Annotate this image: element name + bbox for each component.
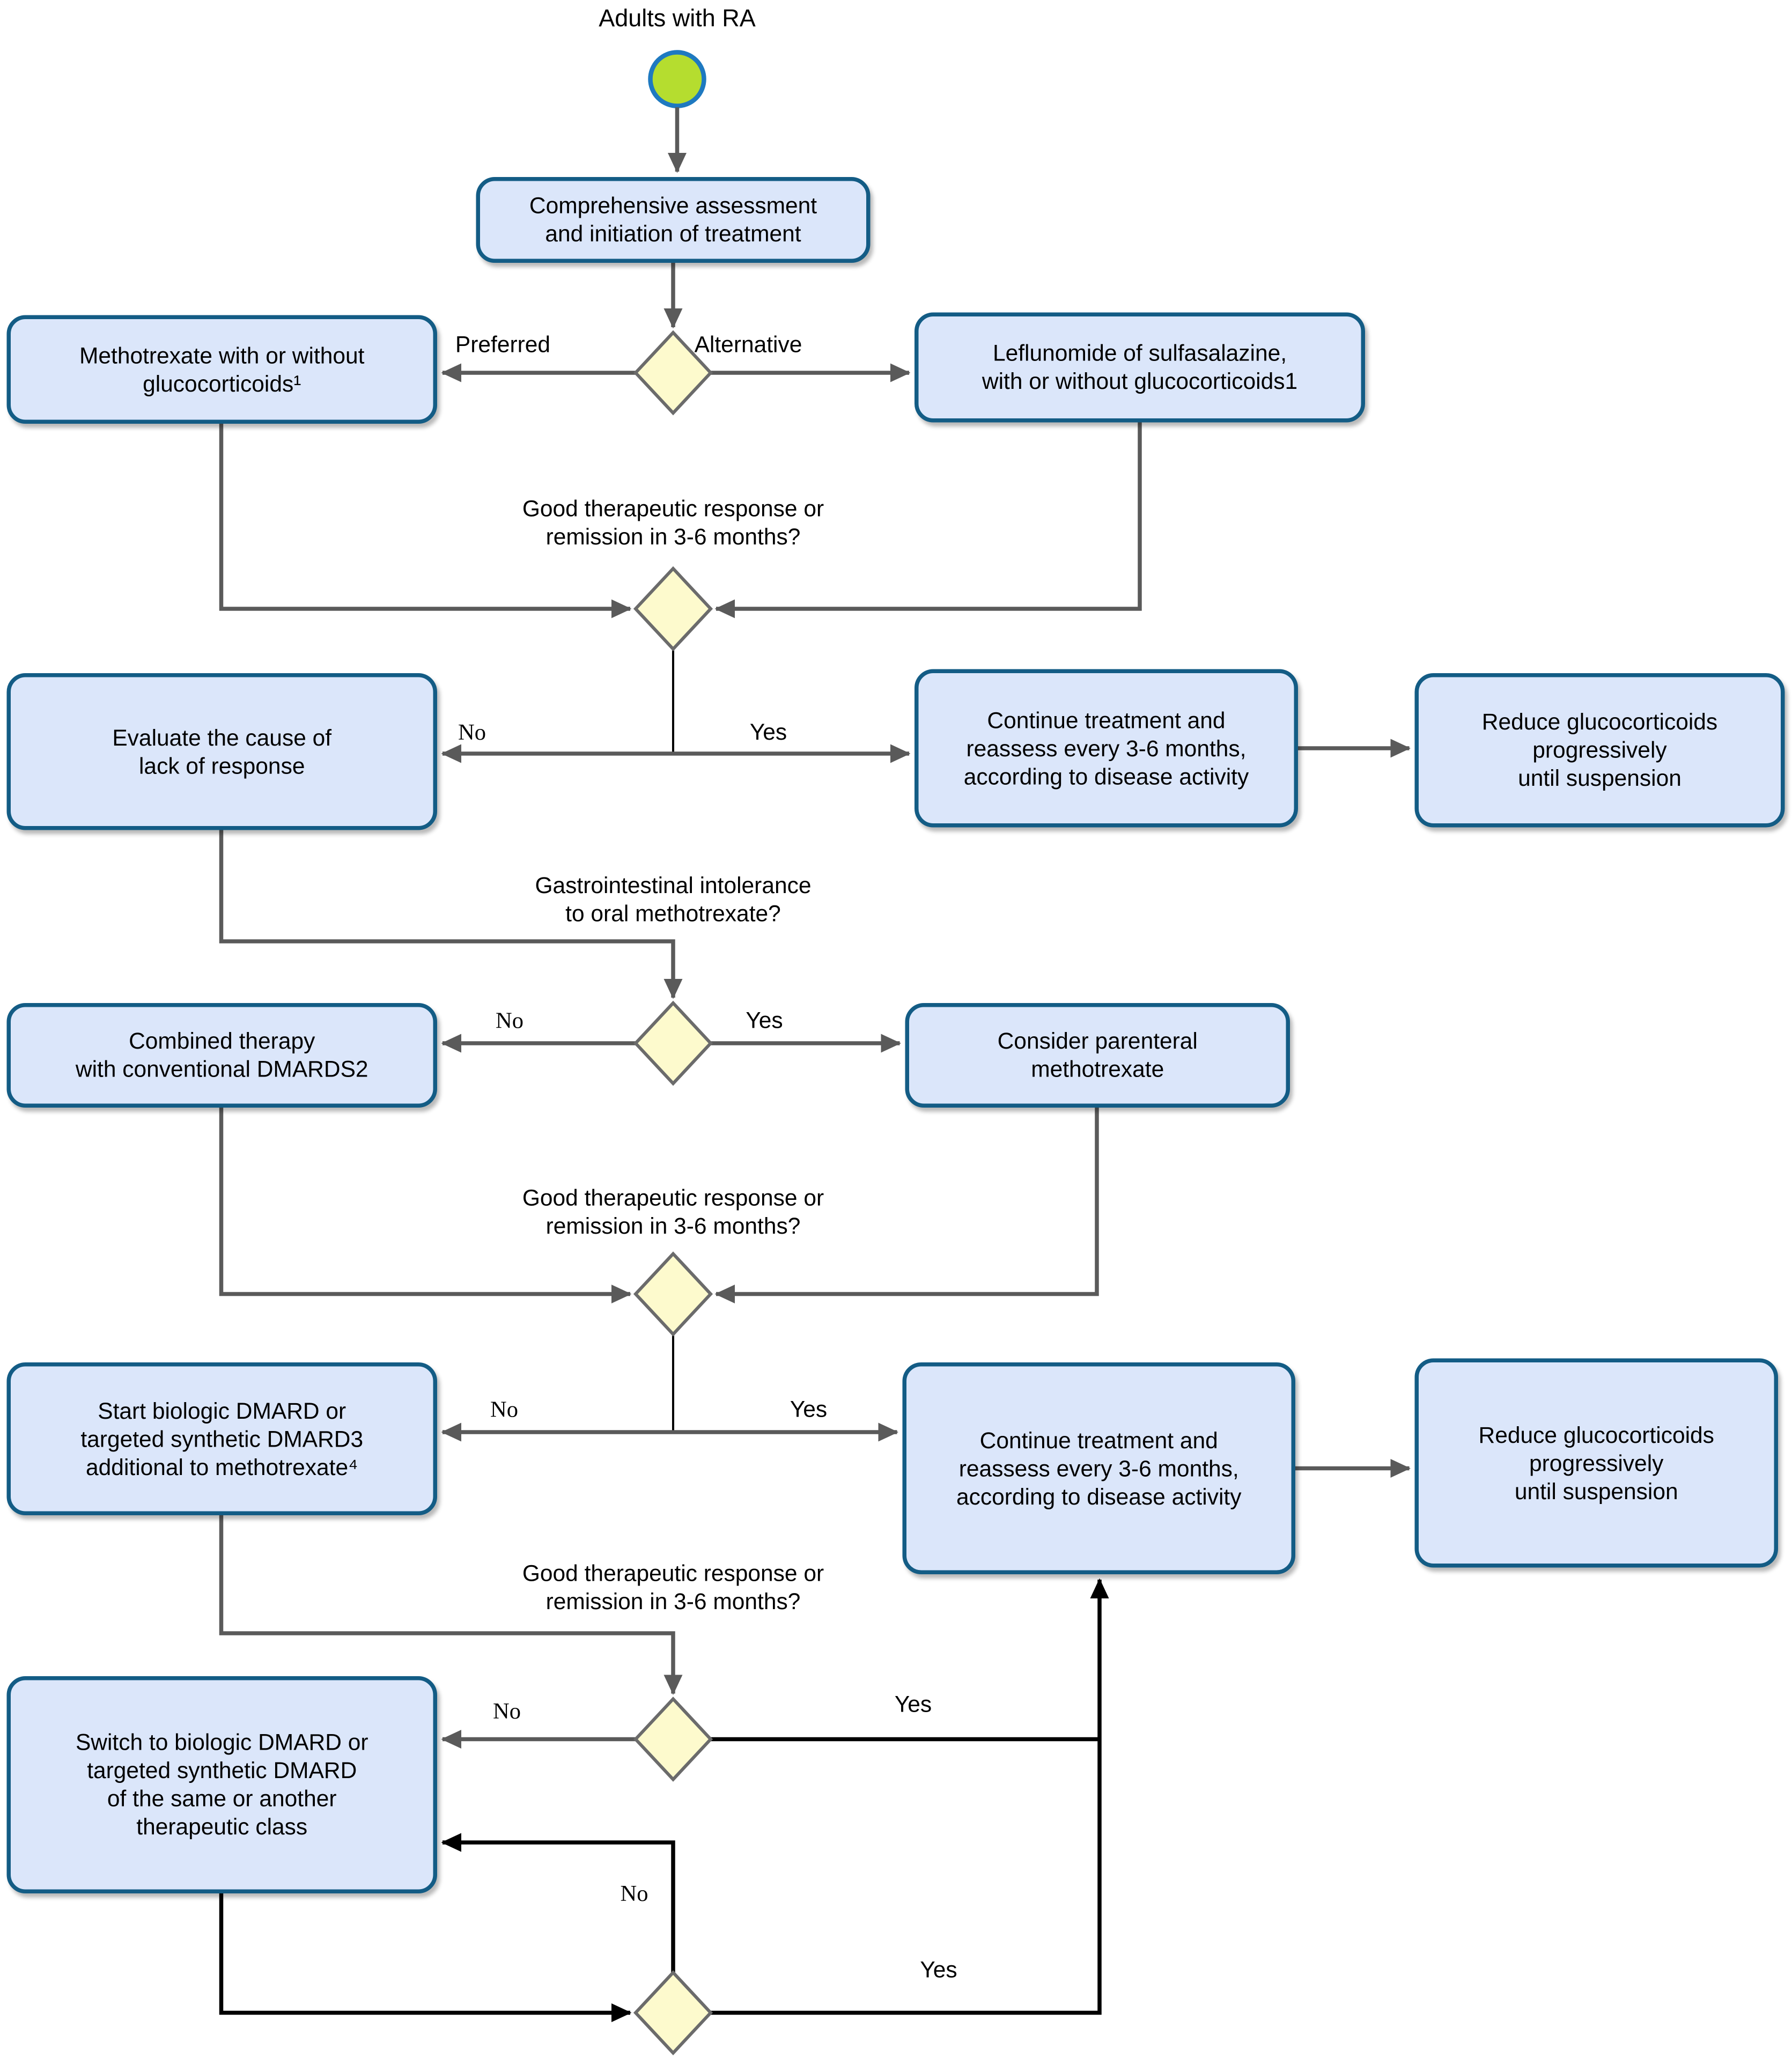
edge-label-preferred: Preferred	[455, 331, 551, 358]
node-continue-treatment-1: Continue treatment and reassess every 3-…	[915, 669, 1298, 828]
edge-label-alternative: Alternative	[694, 331, 802, 358]
edge-label-yes-5: Yes	[920, 1957, 957, 1983]
node-switch-dmard: Switch to biologic DMARD or targeted syn…	[6, 1676, 437, 1893]
edge-label-yes-2: Yes	[746, 1007, 783, 1034]
connector-decision6-no-loop-to-switch	[441, 1833, 675, 1973]
node-reduce-glucocorticoids-1: Reduce glucocorticoids progressively unt…	[1414, 673, 1785, 828]
connector-leflunomide-to-decision2	[714, 422, 1142, 618]
edge-label-no-1: No	[458, 719, 486, 745]
question-gi-intolerance: Gastrointestinal intolerance to oral met…	[535, 873, 812, 927]
connector-start-biologic-to-decision5	[219, 1515, 683, 1695]
connector-switch-to-decision6	[219, 1893, 632, 2022]
decision-response-4	[633, 1970, 713, 2055]
question-response-2: Good therapeutic response or remission i…	[522, 1185, 824, 1239]
connector-methotrexate-to-decision2	[219, 424, 632, 618]
decision-preferred-or-alternative	[633, 330, 713, 416]
connector-parenteral-to-decision4	[714, 1107, 1099, 1303]
node-evaluate-cause: Evaluate the cause of lack of response	[6, 673, 437, 830]
decision-gi-intolerance	[633, 1000, 713, 1086]
edge-label-yes-3: Yes	[790, 1396, 828, 1422]
node-continue-treatment-2: Continue treatment and reassess every 3-…	[902, 1362, 1295, 1574]
decision-response-2	[633, 1251, 713, 1337]
decision-response-1	[633, 566, 713, 652]
question-response-3: Good therapeutic response or remission i…	[522, 1561, 824, 1614]
node-methotrexate: Methotrexate with or without glucocortic…	[6, 315, 437, 424]
edge-label-no-5: No	[620, 1881, 648, 1906]
edge-label-no-3: No	[490, 1396, 518, 1422]
edge-label-no-4: No	[493, 1698, 521, 1724]
edge-label-no-2: No	[496, 1007, 523, 1034]
connector-decision6-yes-up-to-continue2	[710, 1578, 1109, 2015]
edge-label-yes-1: Yes	[749, 719, 787, 745]
start-circle-icon	[648, 50, 706, 108]
node-comprehensive-assessment: Comprehensive assessment and initiation …	[476, 177, 871, 263]
node-parenteral-methotrexate: Consider parenteral methotrexate	[905, 1003, 1290, 1108]
node-leflunomide: Leflunomide of sulfasalazine, with or wi…	[915, 312, 1365, 423]
page-title: Adults with RA	[599, 4, 756, 32]
node-combined-therapy: Combined therapy with conventional DMARD…	[6, 1003, 437, 1108]
connector-combined-to-decision4	[219, 1107, 632, 1303]
edge-label-yes-4: Yes	[894, 1691, 932, 1717]
connector-evaluate-to-decision3	[219, 830, 683, 999]
node-reduce-glucocorticoids-2: Reduce glucocorticoids progressively unt…	[1414, 1358, 1778, 1568]
question-response-1: Good therapeutic response or remission i…	[522, 496, 824, 550]
node-start-biologic-dmard: Start biologic DMARD or targeted synthet…	[6, 1362, 437, 1515]
decision-response-3	[633, 1697, 713, 1782]
